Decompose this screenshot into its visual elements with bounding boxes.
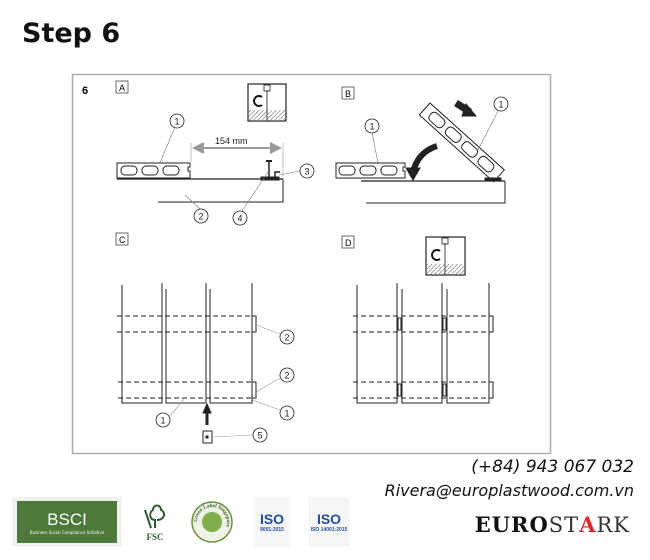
- panel-d: [353, 283, 494, 404]
- callout-4: 4: [232, 210, 248, 226]
- callout-1: 1: [364, 118, 380, 134]
- iso-9001-logo: ISO 9001:2015: [254, 497, 290, 547]
- callout-1: 1: [169, 113, 185, 129]
- contact-email: Rivera@europlastwood.com.vn: [384, 481, 634, 500]
- callout-1: 1: [155, 412, 171, 428]
- installation-diagram: 6 A B C D 154 mm: [71, 73, 552, 455]
- green-label-logo: Green Label Singapore: [190, 497, 234, 547]
- drill-icon: [425, 236, 466, 276]
- svg-text:3: 3: [304, 167, 309, 177]
- svg-text:2: 2: [284, 371, 289, 381]
- svg-text:2: 2: [198, 212, 203, 222]
- panel-c: [117, 283, 281, 444]
- callout-2: 2: [279, 329, 295, 345]
- panel-b: [335, 100, 506, 204]
- callout-1: 1: [279, 405, 295, 421]
- drill-icon: [247, 83, 287, 122]
- svg-text:1: 1: [160, 416, 165, 426]
- tree-icon: [144, 504, 166, 529]
- svg-text:A: A: [119, 83, 125, 93]
- panel-a: [116, 142, 284, 203]
- svg-text:5: 5: [257, 431, 262, 441]
- contact-phone: (+84) 943 067 032: [471, 457, 634, 477]
- svg-text:1: 1: [498, 100, 503, 110]
- diagram-frame: [71, 73, 552, 455]
- svg-text:B: B: [345, 89, 351, 99]
- callout-5: 5: [252, 427, 268, 443]
- svg-text:2: 2: [284, 333, 289, 343]
- panel-label-b: B: [341, 86, 355, 100]
- step-number: 6: [82, 85, 88, 97]
- svg-text:1: 1: [174, 117, 179, 127]
- eurostark-logo: EUROSTARK: [474, 512, 630, 537]
- svg-text:1: 1: [284, 409, 289, 419]
- page-title: Step 6: [22, 18, 121, 49]
- fsc-logo: FSC: [135, 497, 175, 547]
- iso-14001-logo: ISO ISO 14001:2015: [308, 497, 350, 547]
- svg-text:C: C: [119, 235, 126, 245]
- svg-text:D: D: [345, 238, 352, 248]
- panel-label-a: A: [115, 80, 129, 94]
- callout-3: 3: [299, 163, 315, 179]
- panel-label-d: D: [341, 235, 355, 249]
- svg-text:1: 1: [369, 122, 374, 132]
- callout-2: 2: [279, 367, 295, 383]
- svg-text:4: 4: [237, 214, 242, 224]
- callout-2: 2: [193, 208, 209, 224]
- panel-label-c: C: [115, 232, 129, 246]
- callout-1: 1: [493, 96, 509, 112]
- dimension-label: 154 mm: [215, 136, 248, 146]
